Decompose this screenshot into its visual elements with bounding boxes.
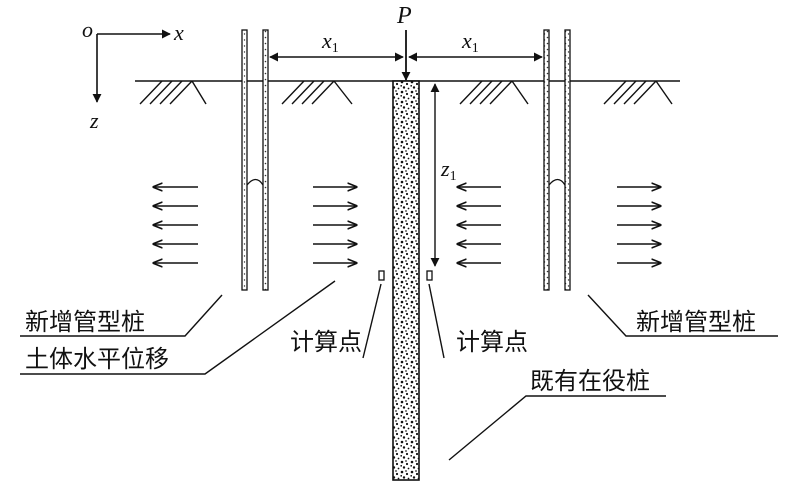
existing-pile	[392, 80, 420, 481]
origin-label: o	[82, 17, 93, 42]
label-existing-pile: 既有在役桩	[530, 367, 650, 395]
leader-new-pile-left	[20, 294, 223, 337]
pipe-wall	[241, 29, 248, 291]
pipe-joint	[548, 178, 566, 186]
dimension-x1-left: x1	[269, 28, 404, 62]
soil-hatch-1	[139, 80, 207, 105]
leader-new-pile-right	[587, 294, 778, 337]
label-new-pipe-pile-left: 新增管型桩	[25, 308, 145, 336]
new-pipe-pile-left	[241, 29, 269, 291]
dimension-label: z1	[440, 156, 457, 184]
x-axis-label: x	[173, 20, 184, 45]
label-calc-point-left: 计算点	[290, 328, 362, 356]
pipe-wall	[543, 29, 550, 291]
dimension-x1-right: x1	[408, 28, 543, 62]
dimension-label: x1	[321, 28, 339, 56]
dimension-z1: z1	[430, 83, 457, 267]
label-new-pipe-pile-right: 新增管型桩	[636, 308, 756, 336]
arrow-group-right-outer	[617, 187, 661, 263]
new-pipe-pile-right	[543, 29, 571, 291]
pipe-wall	[262, 29, 269, 291]
arrow-group-left-inner	[313, 187, 357, 263]
soil-hatch-2	[281, 80, 353, 105]
leader-soil-displacement	[20, 280, 336, 375]
leader-calc-point-right	[428, 283, 445, 359]
leader-calc-point-left	[362, 283, 382, 359]
label-soil-displacement: 土体水平位移	[25, 345, 169, 373]
pipe-wall	[564, 29, 571, 291]
soil-hatch-4	[603, 80, 673, 105]
coordinate-axes: o x z	[82, 17, 184, 133]
load-p: P	[396, 3, 412, 81]
soil-displacement-arrows	[153, 187, 661, 263]
soil-hatch-3	[459, 80, 529, 105]
z-axis-label: z	[89, 108, 99, 133]
dimension-label: x1	[461, 28, 479, 56]
load-label: P	[396, 3, 412, 29]
leader-lines	[20, 280, 778, 461]
existing-pile-body	[392, 80, 420, 481]
label-calc-point-right: 计算点	[456, 328, 528, 356]
leader-existing-pile	[448, 395, 666, 461]
pipe-joint	[246, 178, 264, 186]
arrow-group-left-outer	[153, 187, 198, 263]
calc-point-marker-right	[426, 270, 433, 281]
calc-point-marker-left	[378, 270, 385, 281]
arrow-group-right-inner	[457, 187, 501, 263]
